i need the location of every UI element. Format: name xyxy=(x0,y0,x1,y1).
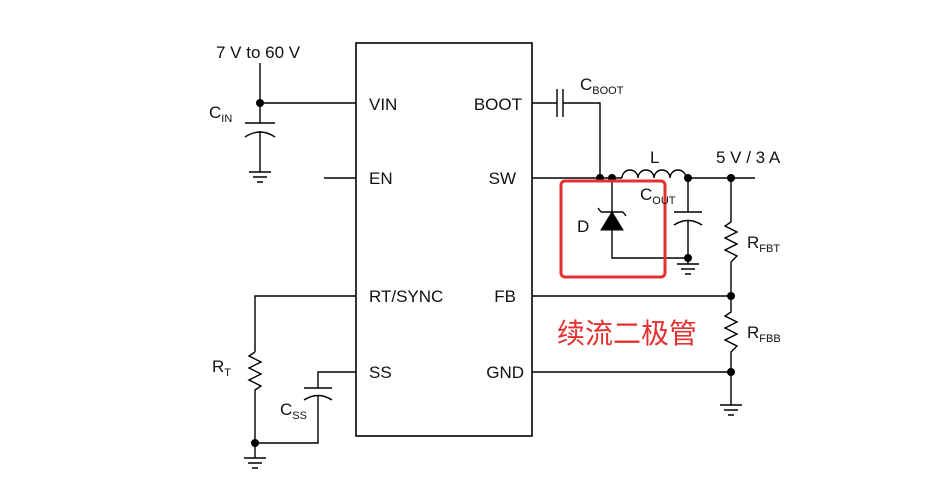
vin-wire xyxy=(256,63,356,123)
pin-label-gnd: GND xyxy=(486,363,524,382)
pin-label-en: EN xyxy=(369,169,393,188)
c-ss-label: CSS xyxy=(280,400,307,422)
regulator-ic-body xyxy=(355,42,533,437)
inductor xyxy=(621,169,755,179)
gnd-wire xyxy=(532,368,735,405)
r-fbb-resistor xyxy=(723,296,739,372)
r-t-label: RT xyxy=(212,357,231,379)
r-fbt-resistor xyxy=(723,178,739,296)
pin-label-vin: VIN xyxy=(369,95,397,114)
boot-capacitor xyxy=(532,89,601,178)
fb-wire xyxy=(532,292,735,300)
input-capacitor xyxy=(244,122,276,172)
r-fbb-label: RFBB xyxy=(747,323,781,345)
freewheeling-diode xyxy=(597,178,688,259)
pin-label-sw: SW xyxy=(489,169,516,188)
input-voltage-label: 7 V to 60 V xyxy=(216,43,301,62)
ground-symbol-cout xyxy=(677,263,699,275)
output-voltage-label: 5 V / 3 A xyxy=(716,148,781,167)
diode-highlight-box xyxy=(559,179,667,279)
ground-symbol-output xyxy=(720,404,742,416)
inductor-label: L xyxy=(650,148,659,167)
ground-symbol-rt xyxy=(244,457,266,469)
pin-label-ss: SS xyxy=(369,363,392,382)
ground-symbol-cin xyxy=(249,171,271,183)
pin-label-rt-sync: RT/SYNC xyxy=(369,287,443,306)
c-boot-label: CBOOT xyxy=(580,75,624,97)
pin-label-boot: BOOT xyxy=(474,95,522,114)
diode-label: D xyxy=(577,217,589,236)
freewheeling-diode-annotation: 续流二极管 xyxy=(557,317,697,350)
output-capacitor xyxy=(673,178,703,264)
rt-sync-wire xyxy=(254,295,356,352)
rt-resistor xyxy=(247,351,263,458)
r-fbt-label: RFBT xyxy=(747,233,780,255)
ss-wire xyxy=(317,371,356,388)
ss-capacitor xyxy=(255,387,333,444)
pin-label-fb: FB xyxy=(494,287,516,306)
c-in-label: CIN xyxy=(209,103,232,125)
c-out-label: COUT xyxy=(640,185,676,207)
